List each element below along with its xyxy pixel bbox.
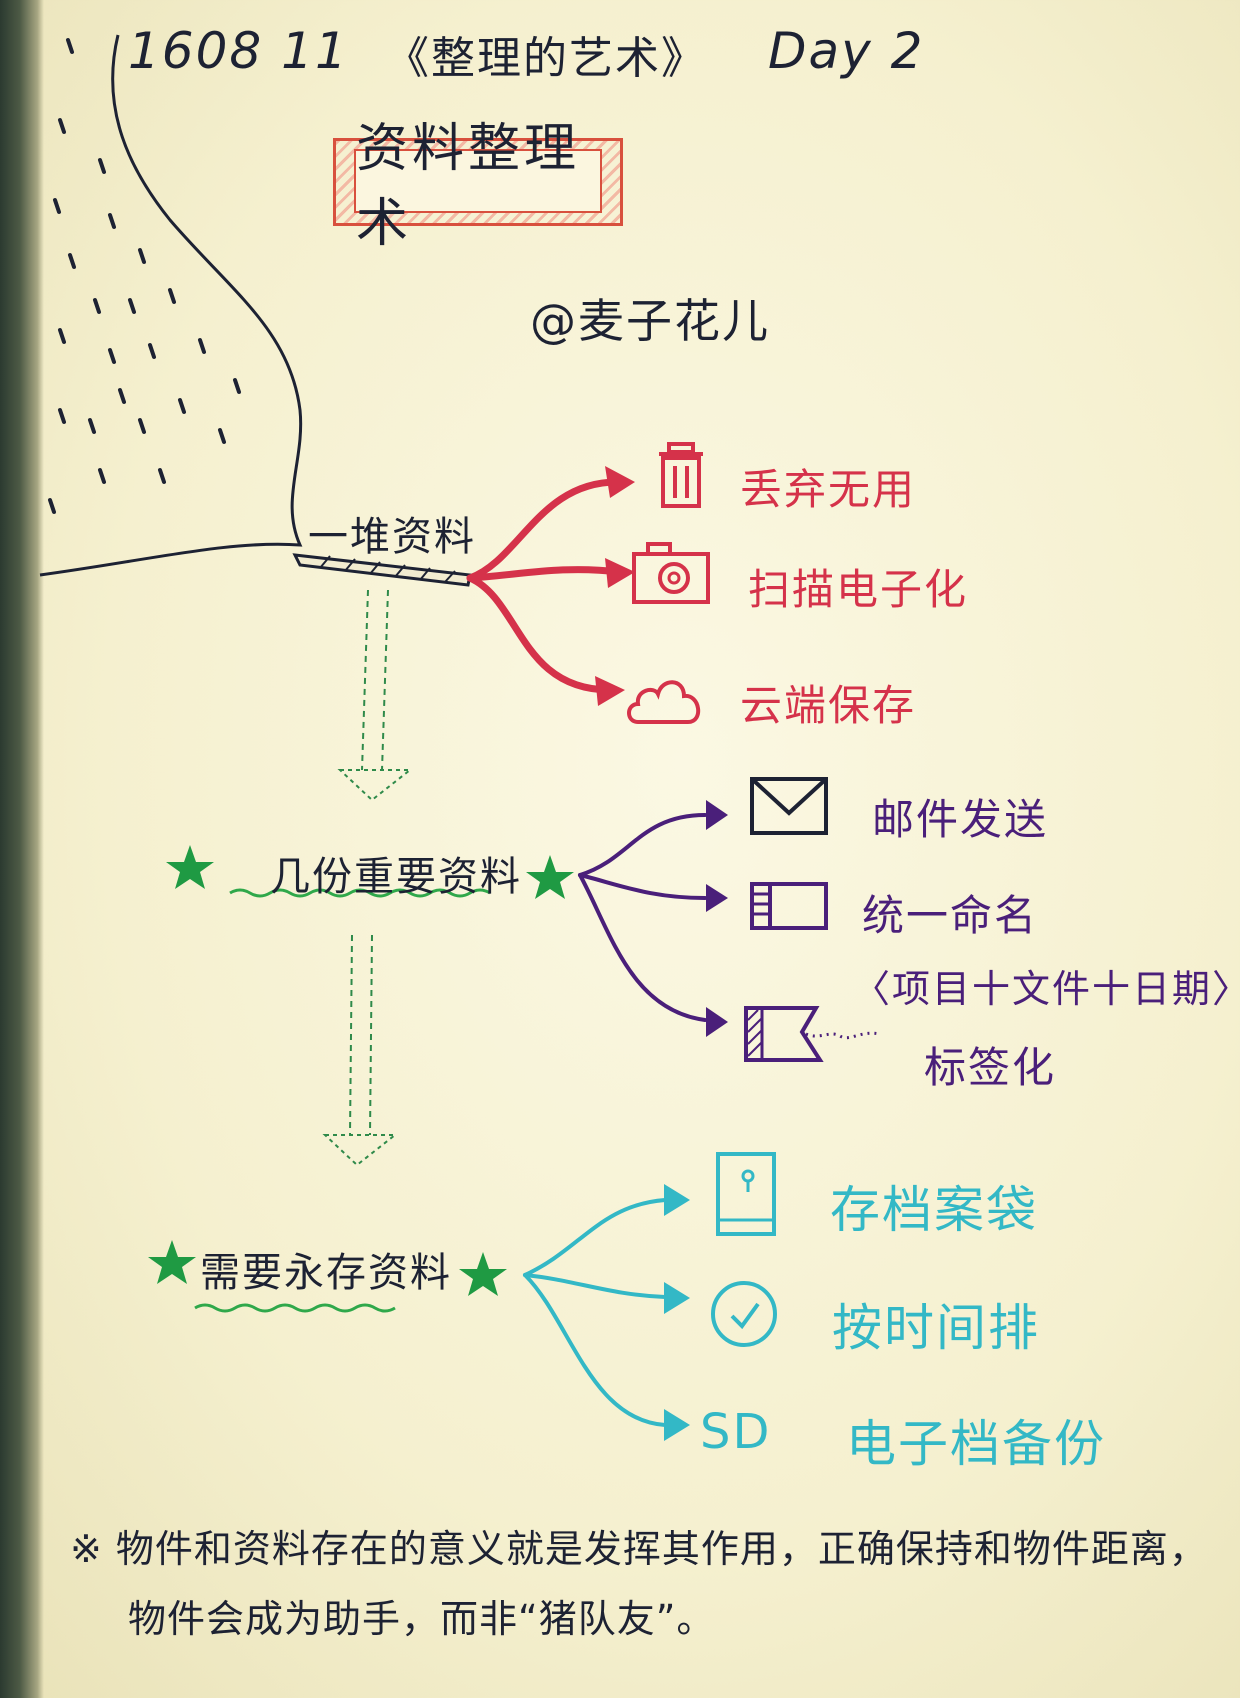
page-title: 资料整理术 (354, 119, 602, 254)
title-box: 资料整理术 (333, 119, 623, 254)
underline-important (229, 888, 491, 898)
note-line-1: ※ 物件和资料存在的意义就是发挥其作用，正确保持和物件距离， (70, 1527, 1208, 1571)
tag-icon (744, 1006, 881, 1062)
purple-branches (578, 813, 707, 1022)
trash-icon (659, 442, 703, 508)
camera-icon (632, 542, 710, 604)
permanent-docs-label: 需要永存资料 (200, 1250, 452, 1296)
hill-outline (39, 34, 303, 577)
pile-hatch (292, 553, 472, 587)
branch-purple-label-1: 邮件发送 (872, 795, 1049, 844)
author-label: @麦子花儿 (530, 294, 770, 348)
branch-teal-label-2: 按时间排 (832, 1299, 1040, 1357)
notebook-spine (0, 0, 44, 1698)
underline-permanent (194, 1303, 396, 1313)
teal-branches (523, 1198, 667, 1427)
branch-red-label-2: 扫描电子化 (748, 565, 969, 614)
important-docs-label: 几份重要资料 (270, 854, 522, 900)
branch-teal-label-1: 存档案袋 (830, 1181, 1038, 1239)
red-branches (466, 478, 624, 694)
envelope-icon (750, 777, 828, 835)
branch-purple-label-3: 标签化 (924, 1043, 1057, 1092)
dashed-arrow-1 (337, 589, 413, 802)
folder-icon (750, 882, 828, 930)
book-title: 《整理的艺术》 (385, 33, 707, 84)
header-day: Day 2 (768, 22, 925, 80)
branch-purple-label-2: 统一命名 (862, 891, 1039, 940)
cloud-icon (627, 680, 700, 724)
branch-teal-label-3: 电子档备份 (846, 1415, 1106, 1473)
dashed-arrow-2 (322, 934, 398, 1167)
clock-icon (711, 1281, 777, 1347)
archive-bag-icon (716, 1152, 776, 1236)
branch-red-label-1: 丢弃无用 (740, 465, 917, 514)
branch-purple-sublabel-2: 〈项目十文件十日期〉 (852, 967, 1240, 1011)
branch-red-label-3: 云端保存 (740, 681, 917, 730)
rain-drops (48, 38, 241, 514)
sd-card-icon: SD (700, 1404, 772, 1460)
header-date: 1608 11 (128, 22, 349, 80)
green-stars (148, 845, 574, 1296)
pile-label: 一堆资料 (308, 514, 476, 560)
note-line-2: 物件会成为助手，而非“猪队友”。 (128, 1597, 716, 1641)
